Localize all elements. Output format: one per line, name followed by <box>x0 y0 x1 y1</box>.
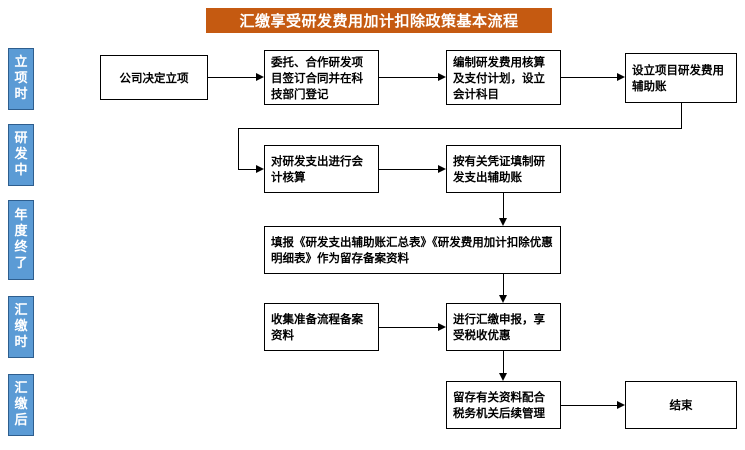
connector-n3-n4-line <box>561 77 617 79</box>
connector-n9-n10-arrowhead <box>498 373 507 381</box>
connector-n8-n9-line <box>379 327 438 329</box>
connector-n6-n7-arrowhead <box>498 218 507 226</box>
connector-n4-n5-segment-right <box>238 169 256 171</box>
stage-char: 缴 <box>14 397 28 412</box>
connector-n4-n5-segment-left <box>238 128 682 130</box>
node-company-decides-project[interactable]: 公司决定立项 <box>100 55 208 100</box>
node-end[interactable]: 结束 <box>625 381 737 429</box>
node-setup-project-auxiliary-account[interactable]: 设立项目研发费用辅助账 <box>625 53 737 103</box>
stage-chip-yanfazhong: 研发中 <box>8 124 34 186</box>
stage-char: 时 <box>14 335 28 350</box>
connector-n10-n11-line <box>561 405 617 407</box>
connector-n3-n4-arrowhead <box>617 72 625 81</box>
connector-n9-n10-line <box>503 351 505 373</box>
stage-char: 年 <box>14 208 28 223</box>
connector-n10-n11-arrowhead <box>617 400 625 409</box>
connector-n7-n9-arrowhead <box>498 295 507 303</box>
stage-char: 研 <box>14 131 28 146</box>
stage-char: 汇 <box>14 303 28 318</box>
stage-chip-lixiangshi: 立项时 <box>8 48 34 110</box>
stage-chip-nianduzhongliao: 年度终了 <box>8 200 34 280</box>
node-submit-summary-and-detail-forms[interactable]: 填报《研发支出辅助账汇总表》《研发费用加计扣除优惠明细表》作为留存备案资料 <box>264 226 561 274</box>
node-rd-expenditure-accounting[interactable]: 对研发支出进行会计核算 <box>264 145 379 193</box>
stage-char: 缴 <box>14 319 28 334</box>
connector-n6-n7-line <box>503 193 505 218</box>
connector-n5-n6-line <box>379 169 438 171</box>
connector-n2-n3-arrowhead <box>438 72 446 81</box>
stage-chip-huijiaohou: 汇缴后 <box>8 374 34 436</box>
node-settlement-declaration-enjoy-benefit[interactable]: 进行汇缴申报，享受税收优惠 <box>446 303 561 351</box>
connector-n4-n5-arrowhead <box>256 165 264 173</box>
connector-n5-n6-arrowhead <box>438 164 446 173</box>
connector-n4-n5-segment-down2 <box>238 128 240 169</box>
stage-char: 时 <box>14 87 28 102</box>
connector-n2-n3-line <box>379 77 438 79</box>
connector-n4-n5-segment-down <box>681 103 683 129</box>
stage-char: 发 <box>14 147 28 162</box>
connector-n8-n9-arrowhead <box>438 322 446 331</box>
stage-char: 汇 <box>14 381 28 396</box>
stage-char: 项 <box>14 71 28 86</box>
node-collect-filing-materials[interactable]: 收集准备流程备案资料 <box>264 303 379 351</box>
stage-char: 立 <box>14 55 28 70</box>
stage-char: 终 <box>14 240 28 255</box>
connector-n1-n2-line <box>208 77 256 79</box>
node-fill-auxiliary-account-by-vouchers[interactable]: 按有关凭证填制研发支出辅助账 <box>446 145 561 193</box>
stage-char: 了 <box>14 256 28 271</box>
connector-n7-n9-line <box>503 274 505 295</box>
connector-n1-n2-arrowhead <box>256 72 264 81</box>
node-entrusted-cooperative-rd-contract[interactable]: 委托、合作研发项目签订合同并在科技部门登记 <box>264 50 379 105</box>
stage-chip-huijiaoshi: 汇缴时 <box>8 296 34 358</box>
node-prepare-rd-cost-accounting-plan[interactable]: 编制研发费用核算及支付计划，设立会计科目 <box>446 50 561 105</box>
page-title: 汇缴享受研发费用加计扣除政策基本流程 <box>206 8 552 33</box>
stage-char: 中 <box>14 163 28 178</box>
stage-char: 度 <box>14 224 28 239</box>
node-retain-materials-for-tax-followup[interactable]: 留存有关资料配合税务机关后续管理 <box>446 381 561 429</box>
stage-char: 后 <box>14 413 28 428</box>
